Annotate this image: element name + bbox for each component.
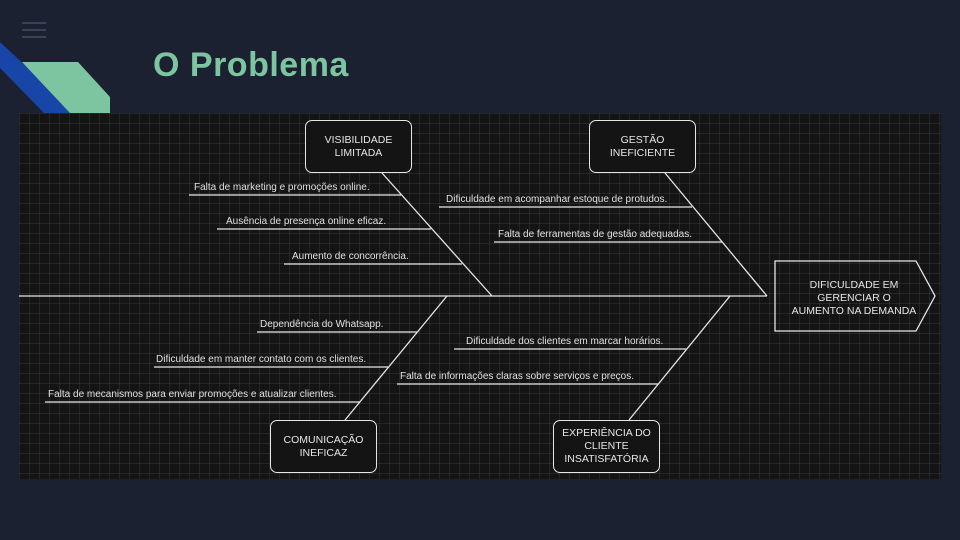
category-visibilidade: VISIBILIDADE LIMITADA [305,120,412,173]
cause-vis-1: Falta de marketing e promoções online. [194,182,370,193]
cause-com-2: Dificuldade em manter contato com os cli… [156,354,367,365]
decorative-stripes [0,42,110,113]
fishbone-diagram: VISIBILIDADE LIMITADA GESTÃO INEFICIENTE… [19,113,941,479]
menu-icon[interactable] [22,22,46,40]
cause-vis-2: Ausência de presença online eficaz. [226,216,387,227]
cause-ges-1: Dificuldade em acompanhar estoque de pro… [446,194,668,205]
category-experiencia: EXPERIÊNCIA DO CLIENTE INSATISFATÓRIA [553,420,660,473]
cause-vis-3: Aumento de concorrência. [292,251,409,262]
bone-visibilidade [381,172,493,297]
bone-gestao [664,172,768,297]
cause-exp-2: Falta de informações claras sobre serviç… [400,371,634,382]
category-gestao: GESTÃO INEFICIENTE [589,120,696,173]
category-comunicacao: COMUNICAÇÃO INEFICAZ [270,420,377,473]
cause-exp-1: Dificuldade dos clientes em marcar horár… [466,336,664,347]
effect-label: DIFICULDADE EM GERENCIAR O AUMENTO NA DE… [791,278,917,317]
bone-comunicacao [344,295,448,421]
bone-experiencia [628,295,731,421]
cause-ges-2: Falta de ferramentas de gestão adequadas… [498,229,693,240]
effect-box [774,260,936,332]
diagram-lines [19,172,936,421]
page-title: O Problema [153,46,349,84]
cause-com-3: Falta de mecanismos para enviar promoçõe… [48,389,337,400]
cause-com-1: Dependência do Whatsapp. [260,319,384,330]
